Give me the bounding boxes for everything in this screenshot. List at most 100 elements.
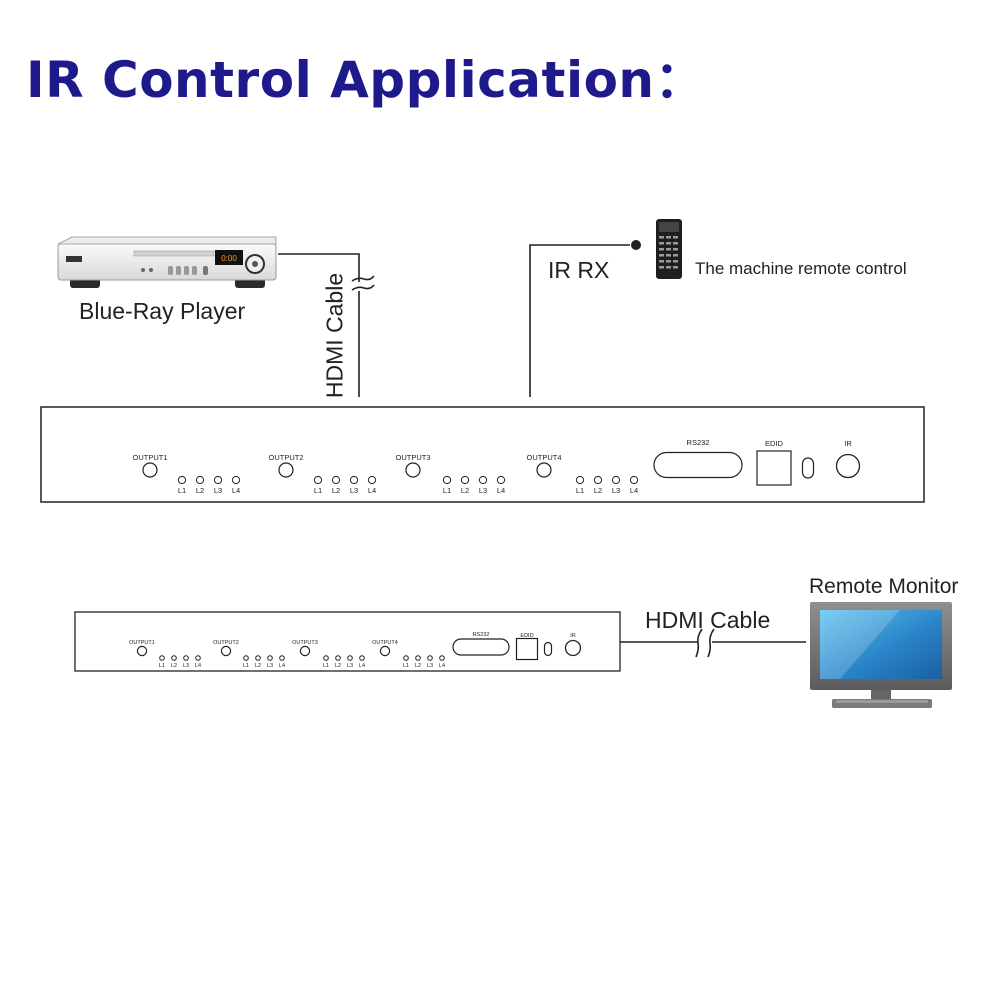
led-indicator-icon (171, 655, 177, 661)
output-label: OUTPUT3 (395, 453, 430, 462)
led-indicator-icon (403, 655, 409, 661)
led-label: L2 (332, 486, 340, 495)
led-label: L4 (232, 486, 240, 495)
ir-rx-label: IR RX (548, 257, 610, 283)
led-indicator-icon (460, 475, 470, 485)
led-indicator-icon (347, 655, 353, 661)
output-port-icon (136, 645, 148, 657)
led-label: L4 (279, 663, 285, 669)
hdmi-cable-monitor-line (620, 628, 806, 658)
output-label: OUTPUT2 (213, 640, 239, 646)
edid-label: EDID (520, 633, 533, 639)
led-label: L4 (368, 486, 376, 495)
ir-label: IR (844, 439, 852, 448)
led-indicator-icon (279, 655, 285, 661)
ir-port-icon (564, 639, 582, 657)
led-indicator-icon (231, 475, 241, 485)
led-label: L4 (359, 663, 365, 669)
led-indicator-icon (349, 475, 359, 485)
rs232-port-icon (653, 451, 743, 479)
remote-control-icon (656, 219, 682, 279)
remote-control-label: The machine remote control (695, 259, 907, 278)
rs232-port-icon (452, 638, 510, 656)
led-indicator-icon (629, 475, 639, 485)
led-indicator-icon (367, 475, 377, 485)
led-label: L3 (347, 663, 353, 669)
led-label: L1 (159, 663, 165, 669)
output-label: OUTPUT3 (292, 640, 318, 646)
player-display-text: 0:00 (221, 254, 237, 263)
led-label: L1 (323, 663, 329, 669)
led-indicator-icon (335, 655, 341, 661)
output-port-icon (536, 462, 552, 478)
edid-switch-icon (515, 637, 539, 661)
led-indicator-icon (442, 475, 452, 485)
led-indicator-icon (415, 655, 421, 661)
led-label: L2 (255, 663, 261, 669)
bluray-player: 0:00 (57, 236, 277, 288)
led-indicator-icon (478, 475, 488, 485)
ir-rx-line (529, 244, 630, 397)
usb-port-icon (66, 256, 82, 262)
led-indicator-icon (213, 475, 223, 485)
led-indicator-icon (323, 655, 329, 661)
led-label: L3 (183, 663, 189, 669)
output-label: OUTPUT4 (526, 453, 561, 462)
led-label: L4 (439, 663, 445, 669)
hdmi-cable-horizontal-label: HDMI Cable (645, 607, 771, 633)
led-label: L4 (630, 486, 638, 495)
led-label: L2 (171, 663, 177, 669)
page-title: IR Control Application： (26, 51, 706, 109)
led-indicator-icon (195, 655, 201, 661)
output-port-icon (299, 645, 311, 657)
edid-switch-icon (756, 450, 792, 486)
rs232-label: RS232 (473, 632, 490, 638)
led-indicator-icon (183, 655, 189, 661)
led-indicator-icon (359, 655, 365, 661)
ir-receiver-eye-icon (631, 240, 641, 250)
led-indicator-icon (575, 475, 585, 485)
remote-monitor-label: Remote Monitor (809, 575, 959, 598)
disc-tray (133, 250, 215, 257)
led-label: L3 (267, 663, 273, 669)
led-label: L3 (479, 486, 487, 495)
output-port-icon (278, 462, 294, 478)
hdmi-cable-player-line (278, 253, 375, 397)
led-indicator-icon (593, 475, 603, 485)
ir-port-icon (835, 453, 861, 479)
player-display (215, 250, 243, 265)
led-indicator-icon (313, 475, 323, 485)
led-indicator-icon (496, 475, 506, 485)
edid-button-icon (801, 457, 815, 479)
output-label: OUTPUT1 (129, 640, 155, 646)
led-label: L1 (243, 663, 249, 669)
led-indicator-icon (243, 655, 249, 661)
led-indicator-icon (267, 655, 273, 661)
bluray-player-label: Blue-Ray Player (79, 298, 246, 324)
hdmi-cable-vertical-label: HDMI Cable (321, 272, 348, 399)
led-label: L3 (214, 486, 222, 495)
led-indicator-icon (427, 655, 433, 661)
rs232-label: RS232 (687, 438, 710, 447)
remote-monitor-icon (810, 602, 952, 708)
edid-button-icon (543, 641, 553, 657)
led-label: L2 (335, 663, 341, 669)
player-buttons (141, 266, 208, 275)
output-port-icon (405, 462, 421, 478)
led-label: L4 (497, 486, 505, 495)
led-label: L1 (178, 486, 186, 495)
led-indicator-icon (177, 475, 187, 485)
led-indicator-icon (611, 475, 621, 485)
output-port-icon (142, 462, 158, 478)
led-label: L2 (196, 486, 204, 495)
led-label: L3 (427, 663, 433, 669)
led-indicator-icon (159, 655, 165, 661)
led-label: L2 (415, 663, 421, 669)
led-indicator-icon (331, 475, 341, 485)
led-indicator-icon (255, 655, 261, 661)
led-label: L3 (612, 486, 620, 495)
led-label: L3 (350, 486, 358, 495)
